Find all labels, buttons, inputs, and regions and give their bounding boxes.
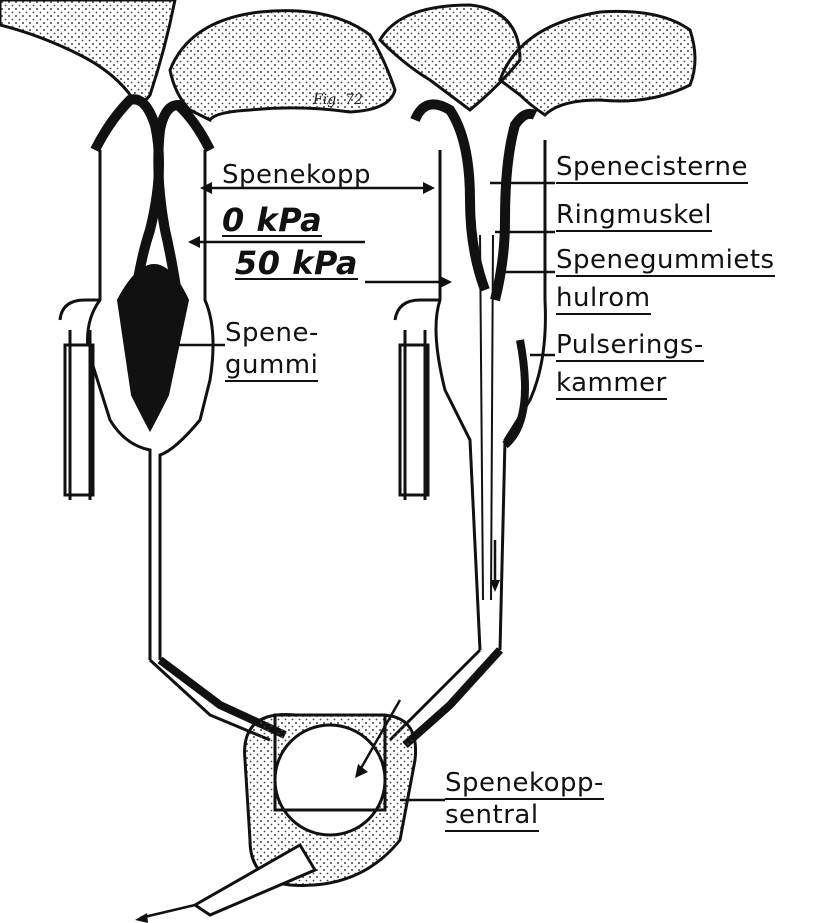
label-spenecisterne: Spenecisterne [556, 152, 748, 184]
label-spenegummi-1: Spene- [225, 318, 319, 348]
label-spenekopp-sentral-2: sentral [445, 800, 539, 832]
label-spenekopp: Spenekopp [222, 160, 371, 190]
label-spenekopp-sentral-1: Spenekopp- [445, 768, 604, 800]
right-teat-cup [395, 104, 545, 650]
figure-annotation: Fig. 72 [313, 92, 363, 108]
label-spenegummi-2: gummi [225, 350, 318, 382]
label-pulserings-2: kammer [556, 368, 667, 400]
label-pressure-50: 50 kPa [235, 248, 358, 280]
label-spenegummiets-2: hulrom [556, 283, 651, 315]
label-pulserings-1: Pulserings- [556, 330, 704, 362]
label-ringmuskel: Ringmuskel [556, 200, 712, 232]
left-teat-cup [60, 99, 213, 660]
claw [195, 715, 416, 915]
label-pressure-0: 0 kPa [222, 205, 322, 237]
label-spenegummiets-1: Spenegummiets [556, 245, 775, 277]
